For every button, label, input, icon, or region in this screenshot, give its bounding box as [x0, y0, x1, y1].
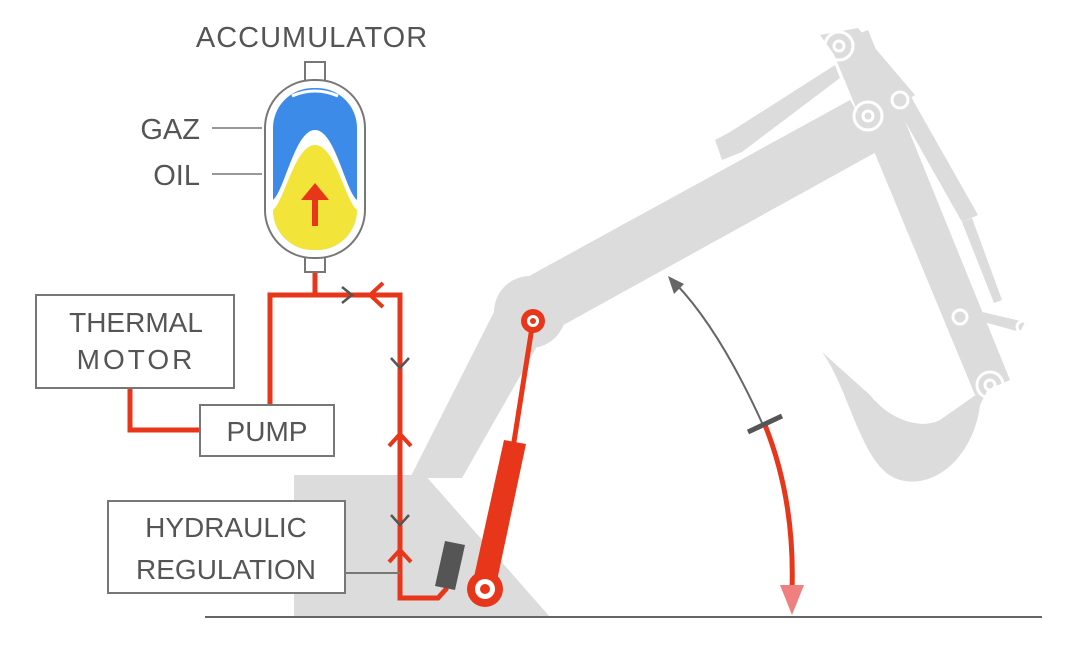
bucket — [822, 352, 990, 482]
chevron-icon — [367, 281, 385, 309]
accumulator-label: ACCUMULATOR — [196, 22, 428, 54]
arm-cylinder — [893, 95, 978, 222]
thermal-motor-label-line1: THERMAL — [69, 307, 203, 338]
angle-arrow-head-red — [780, 585, 804, 615]
angle-arc-grey — [675, 283, 764, 426]
boom-angle-indicator — [668, 276, 804, 615]
pivot-joint — [861, 109, 875, 123]
pivot-joint — [823, 30, 855, 62]
pivot-joint — [852, 100, 884, 132]
bucket-link — [958, 308, 1025, 332]
chevron-icon — [387, 547, 413, 564]
boom-cylinder-upper — [715, 65, 840, 160]
arrow-up-icon — [301, 183, 329, 226]
chevron-icon — [390, 514, 410, 527]
cylinder-base-pivot-center — [480, 584, 490, 594]
chevron-icon — [341, 286, 355, 304]
flow-chevrons — [341, 281, 413, 564]
pump-box — [199, 404, 335, 457]
hydraulic-regulation-label-line2: REGULATION — [136, 554, 316, 585]
arm-cylinder-rod — [962, 218, 1002, 303]
angle-tick — [746, 413, 784, 435]
line-motor-to-pump — [127, 388, 200, 433]
pivot-joints — [823, 30, 1031, 400]
cylinder-top-pivot-center — [530, 318, 536, 324]
pivot-joint — [890, 90, 910, 110]
pivot-joint — [983, 378, 997, 392]
thermal-motor-label-line2: MOTOR — [77, 344, 196, 375]
accumulator-top-dome — [291, 89, 339, 98]
boom-upper — [500, 100, 880, 338]
chevron-icon — [390, 357, 410, 370]
angle-arc-red — [762, 424, 795, 591]
dipper-arm — [830, 30, 1010, 395]
pivot-joint — [832, 39, 846, 53]
pivot-joint — [975, 370, 1005, 400]
hydraulic-regulation-box — [107, 500, 346, 594]
valve-block — [435, 541, 465, 590]
thermal-motor-box — [35, 294, 235, 389]
chevron-icon — [387, 431, 413, 448]
pivot-joint — [1015, 319, 1031, 335]
cylinder-rod — [510, 320, 536, 449]
pump-label: PUMP — [227, 416, 308, 447]
boom-lift-cylinder — [467, 309, 545, 607]
angle-arrow-head-grey — [668, 276, 684, 294]
pivot-joint — [951, 308, 969, 326]
hydraulic-regulation-label-line1: HYDRAULIC — [145, 512, 307, 543]
accumulator — [264, 61, 366, 273]
gaz-label: GAZ — [140, 114, 200, 146]
excavator-machine — [294, 28, 1025, 617]
oil-label: OIL — [153, 160, 200, 192]
cylinder-body — [472, 440, 526, 590]
